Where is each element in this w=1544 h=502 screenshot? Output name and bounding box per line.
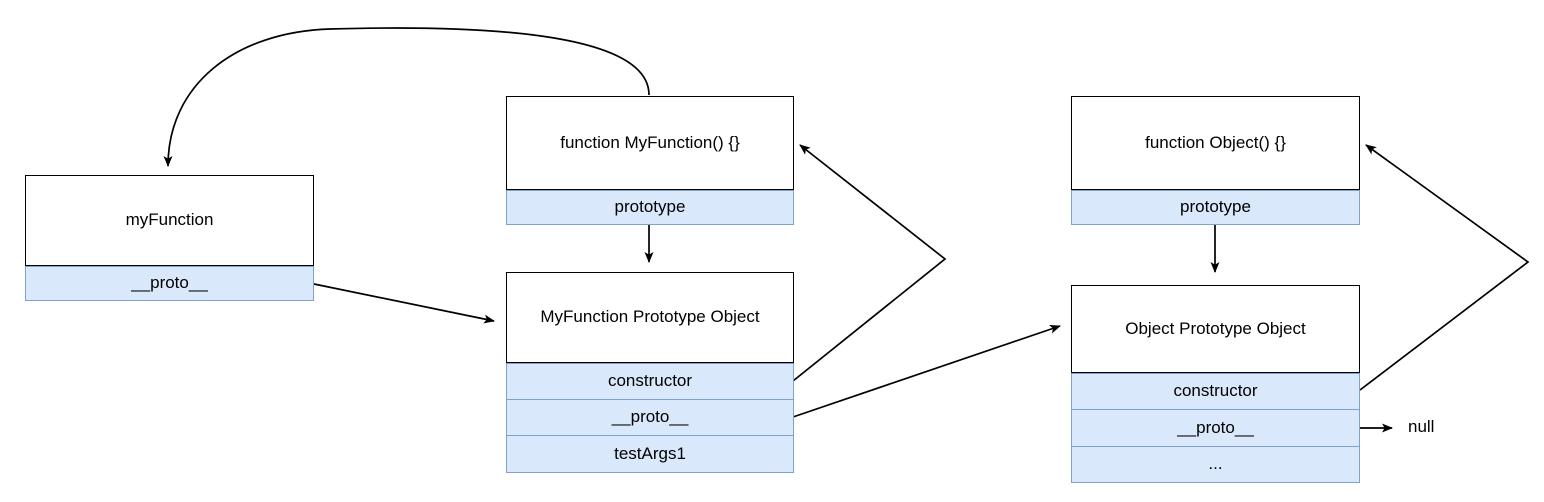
node-object-constructor-row-prototype[interactable]: prototype	[1071, 190, 1360, 225]
node-my-function-prototype-object: MyFunction Prototype Object constructor …	[506, 272, 794, 473]
null-label: null	[1408, 417, 1435, 436]
node-my-function-constructor-title: function MyFunction() {}	[506, 96, 794, 190]
node-my-function-prototype-object-row-proto[interactable]: __proto__	[506, 400, 794, 436]
edge-myfunction-prototype-constructor-to-constructor	[792, 144, 947, 382]
node-object-prototype-object-title: Object Prototype Object	[1071, 285, 1360, 373]
node-object-constructor-title: function Object() {}	[1071, 96, 1360, 190]
node-my-function-instance-title: myFunction	[25, 175, 314, 266]
node-my-function-prototype-object-row-testargs1[interactable]: testArgs1	[506, 436, 794, 473]
node-my-function-constructor-row-prototype[interactable]: prototype	[506, 190, 794, 225]
edge-instance-proto-to-myfunction-prototype	[313, 283, 495, 324]
node-object-prototype-object-row-constructor[interactable]: constructor	[1071, 373, 1360, 410]
node-object-prototype-object-row-ellipsis[interactable]: ...	[1071, 447, 1360, 483]
node-my-function-instance-row-proto[interactable]: __proto__	[25, 266, 314, 301]
node-object-prototype-object-row-proto[interactable]: __proto__	[1071, 410, 1360, 447]
node-my-function-prototype-object-title: MyFunction Prototype Object	[506, 272, 794, 363]
node-object-constructor: function Object() {} prototype	[1071, 96, 1360, 225]
node-my-function-constructor: function MyFunction() {} prototype	[506, 96, 794, 225]
node-object-prototype-object: Object Prototype Object constructor __pr…	[1071, 285, 1360, 483]
node-my-function-prototype-object-row-constructor[interactable]: constructor	[506, 363, 794, 400]
edge-myfunction-prototype-proto-to-object-prototype	[792, 324, 1061, 418]
node-my-function-instance: myFunction __proto__	[25, 175, 314, 301]
edge-object-prototype-constructor-to-constructor	[1359, 144, 1530, 391]
